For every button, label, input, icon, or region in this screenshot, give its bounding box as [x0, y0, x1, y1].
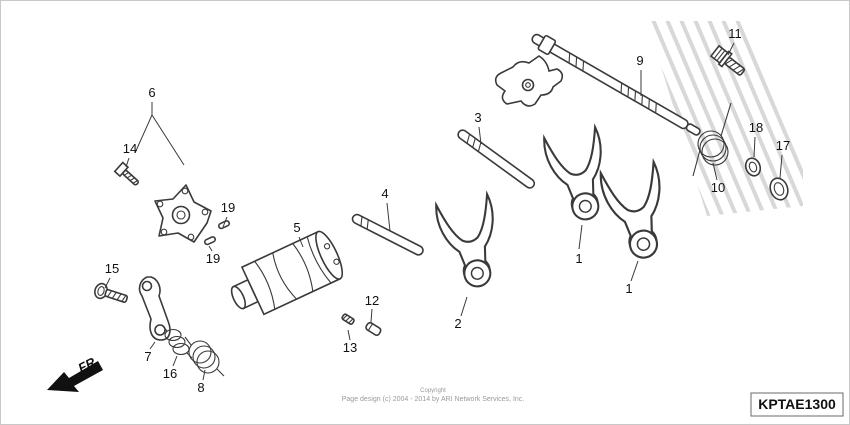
callout-5[interactable]: 5	[293, 220, 300, 235]
callout-2[interactable]: 2	[454, 316, 461, 331]
shift-arm-7	[138, 276, 171, 341]
copyright-line-2: Page design (c) 2004 - 2014 by ARI Netwo…	[342, 396, 525, 403]
spring-16	[161, 324, 193, 359]
shift-drum-5	[230, 230, 344, 316]
hatched-background-band	[647, 21, 803, 216]
callout-19-upper[interactable]: 19	[221, 200, 235, 215]
bolt-14	[113, 161, 139, 186]
washer-17	[769, 177, 789, 201]
callout-7[interactable]: 7	[144, 349, 151, 364]
diagram-code-box: KPTAE1300	[750, 392, 844, 417]
shift-fork-1-right	[599, 157, 661, 259]
shift-fork-2	[435, 190, 494, 288]
callout-1-left[interactable]: 1	[575, 251, 582, 266]
pin-19-lower	[203, 236, 217, 246]
bolt-15	[94, 282, 129, 303]
callout-13[interactable]: 13	[343, 340, 357, 355]
callout-9[interactable]: 9	[636, 53, 643, 68]
callout-16[interactable]: 16	[163, 366, 177, 381]
spring-8	[184, 336, 225, 377]
callout-8[interactable]: 8	[197, 380, 204, 395]
callout-15[interactable]: 15	[105, 261, 119, 276]
torsion-spring-10	[692, 102, 732, 177]
callout-10[interactable]: 10	[711, 180, 725, 195]
front-arrow-icon	[47, 361, 103, 392]
callout-1-right[interactable]: 1	[625, 281, 632, 296]
roller-pin-12	[365, 321, 382, 337]
callout-17[interactable]: 17	[776, 138, 790, 153]
bolt-11	[709, 44, 746, 76]
guide-rod-4	[351, 213, 424, 256]
shift-drum-shaft	[531, 33, 701, 136]
callout-14[interactable]: 14	[123, 141, 137, 156]
spring-pin-13	[341, 313, 355, 325]
shift-cam-plate-6	[154, 184, 212, 243]
callout-3[interactable]: 3	[474, 110, 481, 125]
leader-lines	[104, 42, 783, 381]
callout-19-lower[interactable]: 19	[206, 251, 220, 266]
guide-rod-3	[457, 129, 536, 189]
callout-4[interactable]: 4	[381, 186, 388, 201]
callout-12[interactable]: 12	[365, 293, 379, 308]
front-direction-marker: FR.	[47, 353, 103, 392]
callout-numbers: 1 1 2 3 4 5 6 7 8 9 10 11 12 13 14 15 16…	[105, 26, 790, 395]
callout-11[interactable]: 11	[728, 26, 742, 41]
washer-18	[744, 157, 762, 177]
shift-fork-1-left	[543, 123, 602, 221]
copyright-line-1: Copyright	[420, 388, 446, 394]
diagram-code: KPTAE1300	[758, 396, 836, 412]
callout-6[interactable]: 6	[148, 85, 155, 100]
callout-18[interactable]: 18	[749, 120, 763, 135]
gearshift-spindle-claw	[494, 55, 564, 107]
